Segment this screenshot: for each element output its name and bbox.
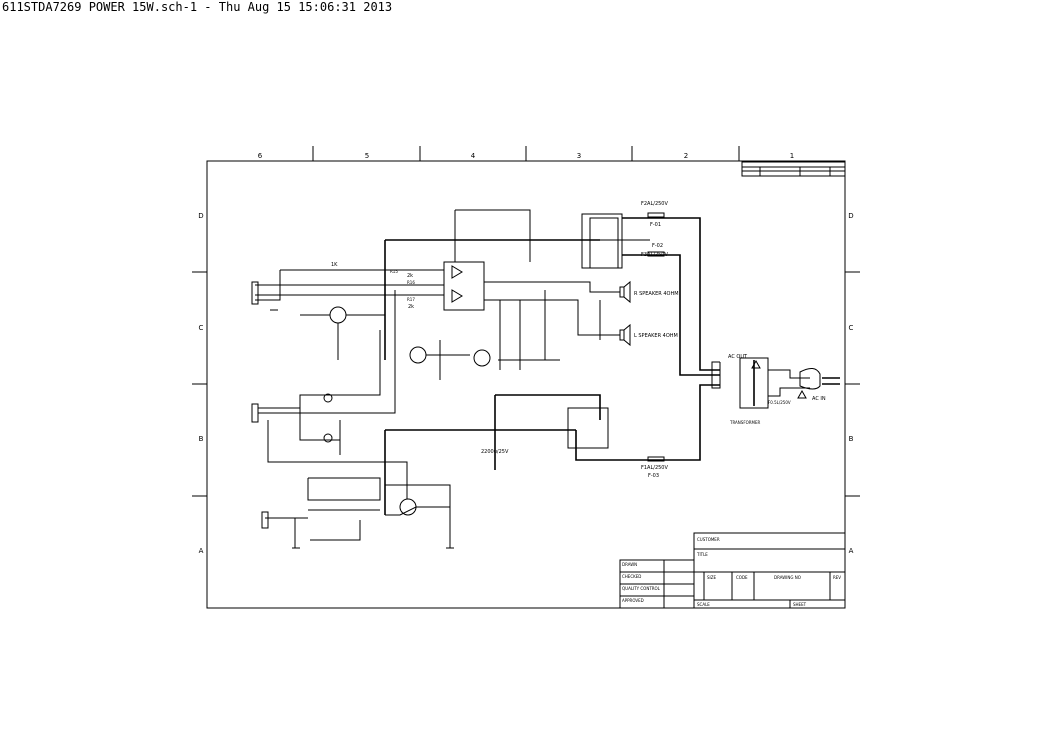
- fuse-bottom-label: F1AL/250V: [641, 465, 668, 471]
- row-label-c-left: C: [199, 324, 204, 332]
- r-1k-label: 1K: [331, 262, 338, 268]
- column-label-3: 3: [577, 152, 581, 160]
- sheet-label: SHEET: [793, 602, 807, 607]
- size-label: SIZE: [707, 575, 716, 580]
- ac-out-label: AC OUT: [728, 354, 748, 360]
- column-label-4: 4: [471, 152, 476, 160]
- column-label-6: 6: [258, 152, 263, 160]
- column-label-1: 1: [790, 152, 794, 160]
- row-label-b-right: B: [849, 435, 854, 443]
- drawing-no-label: DRAWING NO: [774, 575, 801, 580]
- fuse-top-ref: F-01: [650, 222, 661, 228]
- row-label-a-right: A: [849, 547, 854, 555]
- drawing-frame: [192, 146, 860, 609]
- rev-label: REV: [833, 575, 841, 580]
- title-block: [619, 532, 846, 609]
- cap-main-label: 2200u/25V: [481, 449, 509, 455]
- fuse-tr-label: F0.5L/250V: [768, 400, 791, 405]
- fuse-mid-ref: F-02: [652, 243, 663, 249]
- title-label: TITLE: [696, 552, 708, 557]
- schematic-wiring: [251, 209, 840, 549]
- code-label: CODE: [736, 575, 748, 580]
- r-2k-a-label: 2k: [407, 273, 413, 279]
- drawn-label: DRAWN: [622, 562, 637, 567]
- approved-label: APPROVED: [622, 598, 644, 603]
- checked-label: CHECKED: [622, 574, 641, 579]
- quality-label: QUALITY CONTROL: [622, 586, 661, 591]
- column-label-5: 5: [365, 152, 369, 160]
- scale-label: SCALE: [697, 602, 710, 607]
- speaker-r-label: R SPEAKER 4OHM: [634, 291, 679, 297]
- transformer-label: TRANSFORMER: [729, 420, 761, 425]
- fuse-top-label: F2AL/250V: [641, 201, 668, 207]
- speaker-l-label: L SPEAKER 4OHM: [634, 333, 678, 339]
- r16-label: R16: [407, 280, 415, 285]
- row-label-d-left: D: [198, 212, 203, 220]
- fuse-mid-label: F3AL/250V: [641, 252, 668, 258]
- r17-label: R17: [407, 297, 415, 302]
- window-title: 611STDA7269 POWER 15W.sch-1 - Thu Aug 15…: [2, 0, 393, 14]
- column-label-2: 2: [684, 152, 688, 160]
- r15-label: R15: [390, 269, 398, 274]
- row-label-c-right: C: [849, 324, 854, 332]
- row-label-d-right: D: [848, 212, 853, 220]
- ac-in-label: AC IN: [812, 396, 826, 402]
- fuse-bottom-ref: F-03: [648, 473, 659, 479]
- customer-label: CUSTOMER: [697, 537, 720, 542]
- r-2k-b-label: 2k: [408, 304, 414, 310]
- revision-table: [741, 161, 846, 177]
- row-label-a-left: A: [199, 547, 204, 555]
- row-label-b-left: B: [199, 435, 204, 443]
